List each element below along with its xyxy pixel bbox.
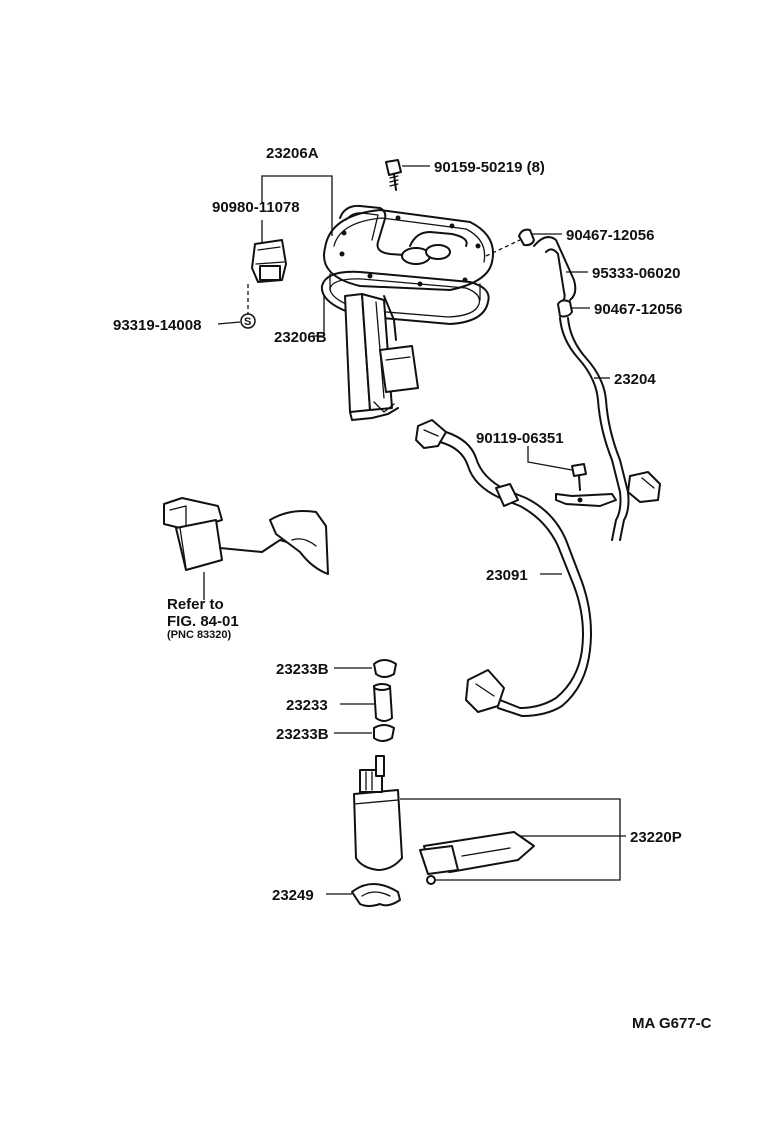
clamp-23233B-lower — [373, 724, 395, 742]
fuel-pump-body — [353, 755, 403, 871]
diagram-code: MA G677-C — [632, 1015, 712, 1032]
label-90467-12056-lower: 90467-12056 — [594, 301, 682, 318]
cap-93319: S — [240, 313, 256, 329]
hose-95333 — [533, 236, 577, 303]
s-mark-text: S — [244, 316, 251, 328]
fuel-sender-gauge — [163, 497, 329, 575]
label-23204: 23204 — [614, 371, 656, 388]
label-90980-11078: 90980-11078 — [212, 199, 300, 216]
cushion-23249 — [351, 883, 401, 907]
pipe-23204 — [555, 317, 661, 541]
label-23233B-lower: 23233B — [276, 726, 329, 743]
clamp-90467-lower — [557, 299, 573, 318]
bolt-90159 — [385, 159, 402, 191]
part-labels: 23206A 90980-11078 93319-14008 23206B 90… — [113, 145, 682, 904]
label-23233: 23233 — [286, 697, 328, 714]
label-23233B-upper: 23233B — [276, 661, 329, 678]
label-23091: 23091 — [486, 567, 528, 584]
label-90467-12056-upper: 90467-12056 — [566, 227, 654, 244]
fuel-suction-plate-assembly — [320, 204, 494, 421]
refer-line1: Refer to — [167, 596, 224, 613]
label-95333-06020: 95333-06020 — [592, 265, 680, 282]
refer-note: Refer to FIG. 84-01 (PNC 83320) — [167, 596, 239, 641]
clamp-90467-upper — [518, 228, 535, 247]
hose-23233 — [373, 683, 393, 722]
screw-90119 — [571, 463, 587, 491]
label-23220P: 23220P — [630, 829, 682, 846]
label-23249: 23249 — [272, 887, 314, 904]
label-90159-50219: 90159-50219 (8) — [434, 159, 545, 176]
label-90119-06351: 90119-06351 — [476, 430, 564, 447]
connector-90980 — [251, 239, 287, 283]
clamp-23233B-upper — [373, 659, 397, 678]
fuel-filter — [419, 831, 535, 885]
refer-line3: (PNC 83320) — [167, 629, 232, 641]
label-23206B: 23206B — [274, 329, 327, 346]
label-93319-14008: 93319-14008 — [113, 317, 201, 334]
label-23206A: 23206A — [266, 145, 319, 162]
fuel-tube-23091 — [415, 419, 592, 717]
refer-line2: FIG. 84-01 — [167, 613, 239, 630]
leader-lines — [203, 165, 626, 895]
